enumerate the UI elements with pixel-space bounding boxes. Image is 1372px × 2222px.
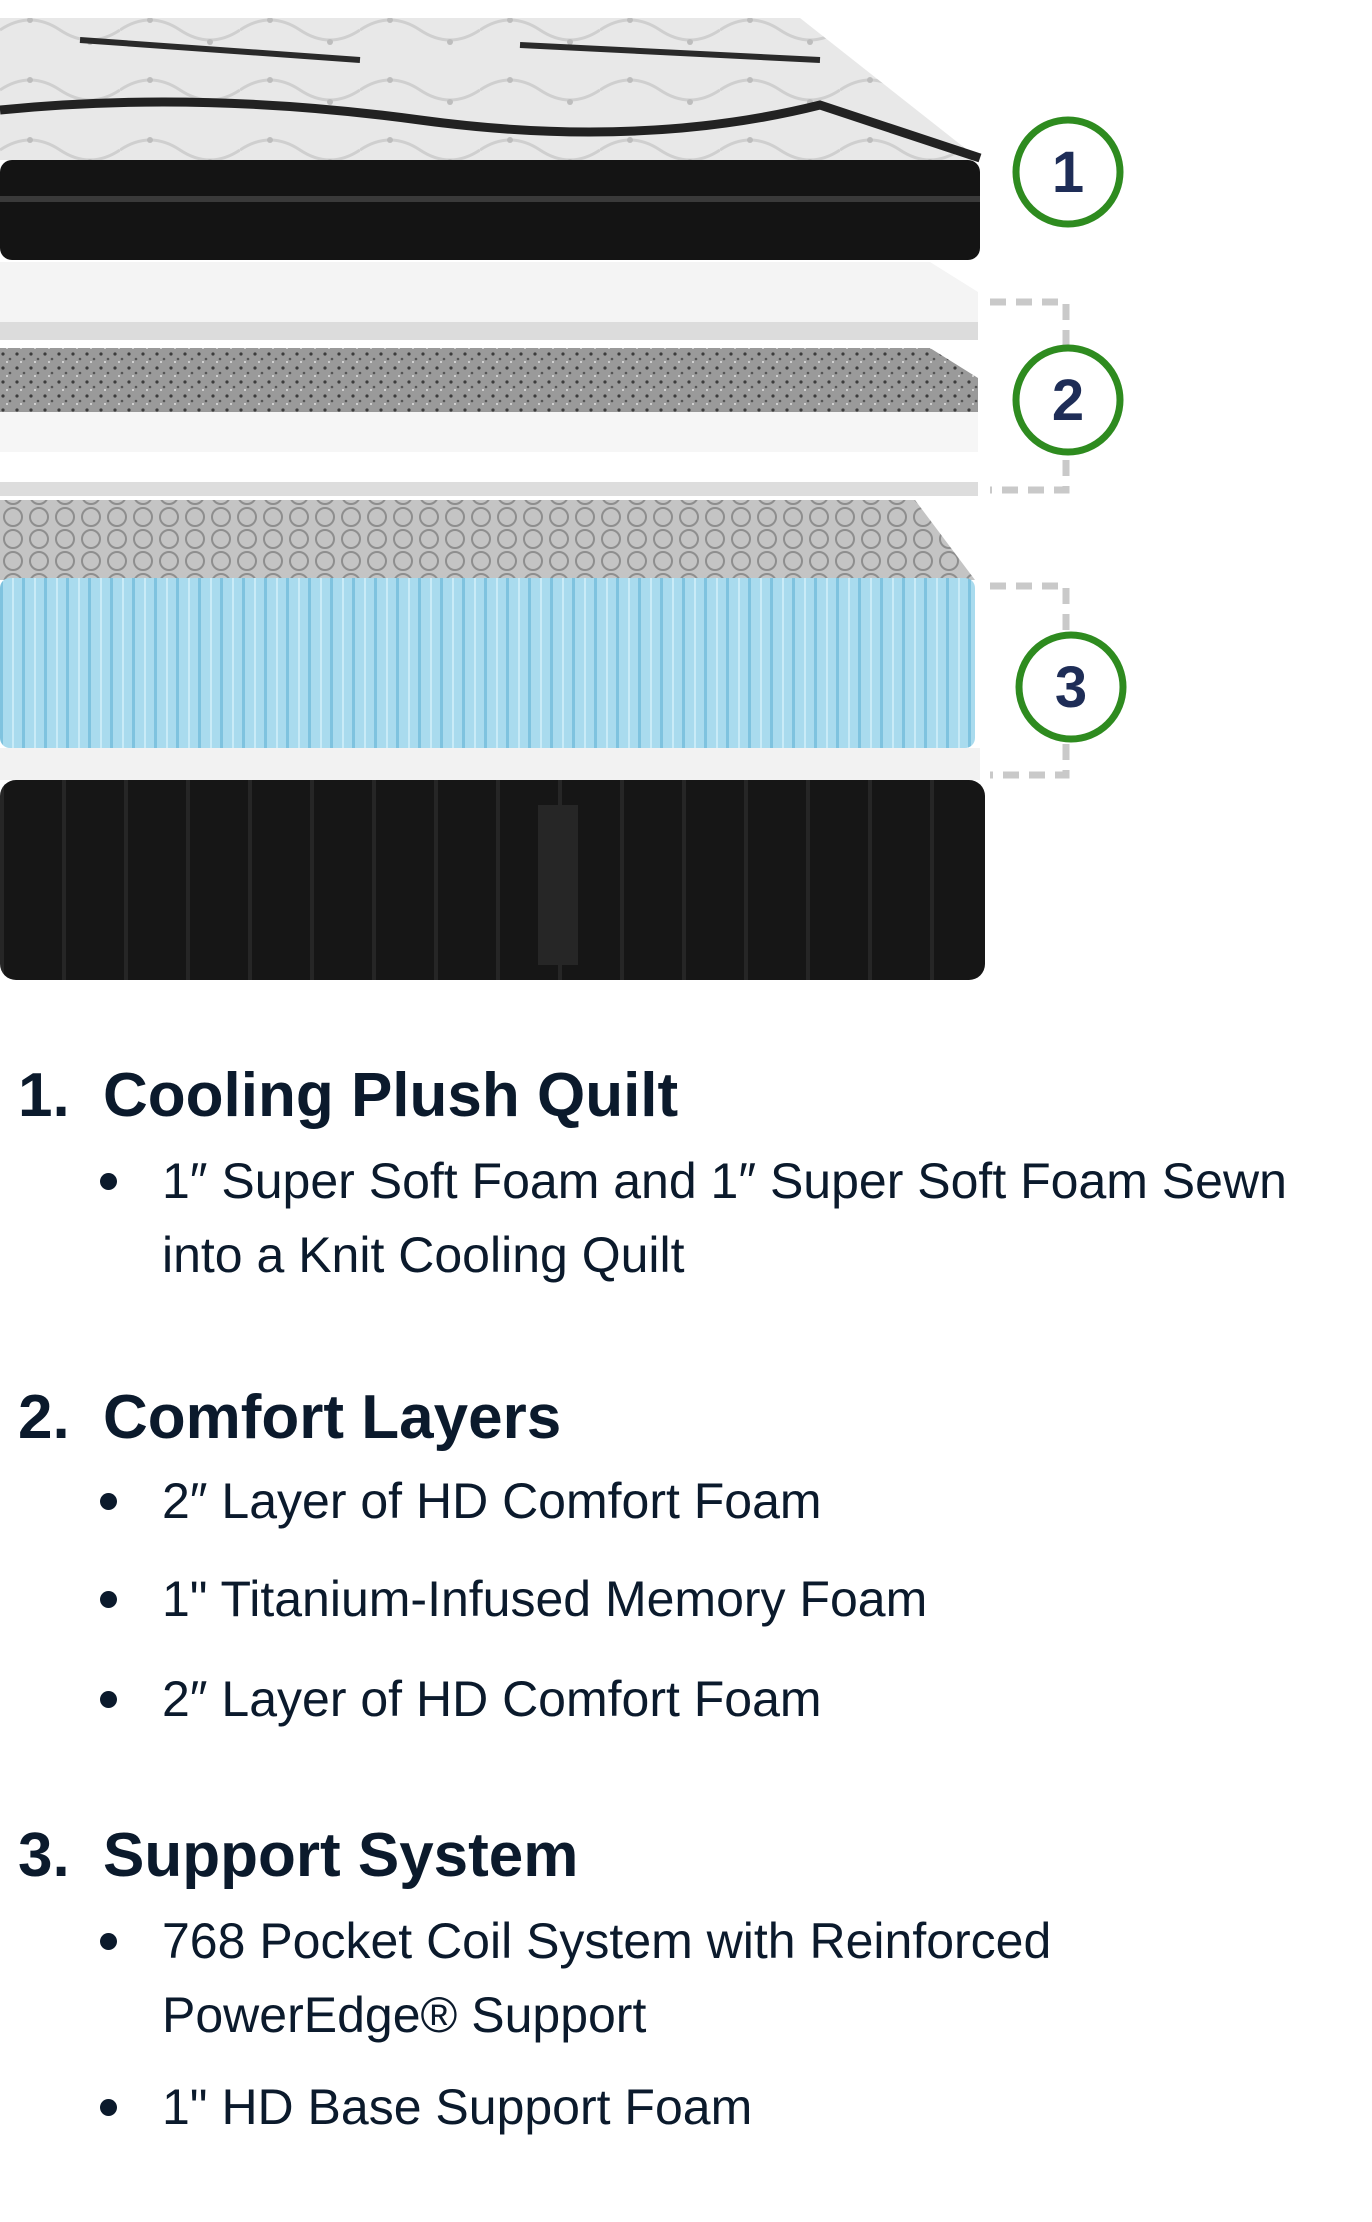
quilt-layer <box>0 18 982 260</box>
bullet-icon <box>100 1933 117 1950</box>
bullet-icon <box>100 1591 117 1608</box>
bullet-icon <box>100 1493 117 1510</box>
layer-marker-2-label: 2 <box>1052 368 1084 433</box>
support-layer <box>0 500 985 980</box>
comfort-layers <box>0 262 978 496</box>
section-heading: Support System <box>103 1821 579 1890</box>
section-number: 3. <box>18 1821 70 1890</box>
layer-marker-3-label: 3 <box>1055 655 1087 720</box>
layer-marker-1-label: 1 <box>1052 140 1084 205</box>
bullet-icon <box>100 1173 117 1190</box>
bullet-icon <box>100 1691 117 1708</box>
list-item-text: 1" HD Base Support Foam <box>162 2079 753 2135</box>
section-title: 2. Comfort Layers <box>18 1382 561 1454</box>
list-item-text: 2″ Layer of HD Comfort Foam <box>162 1671 822 1727</box>
layer-marker-1: 1 <box>1012 116 1124 228</box>
layer-marker-3: 3 <box>1015 631 1127 743</box>
section-title: 1. Cooling Plush Quilt <box>18 1060 678 1132</box>
list-item-text: 1″ Super Soft Foam and 1″ Super Soft Foa… <box>162 1153 1287 1283</box>
section-heading: Comfort Layers <box>103 1383 562 1452</box>
mattress-layer-illustration: 1 2 3 <box>0 0 1372 1010</box>
list-item-text: 1" Titanium-Infused Memory Foam <box>162 1571 928 1627</box>
layer-marker-2: 2 <box>1012 344 1124 456</box>
section-number: 2. <box>18 1383 70 1452</box>
list-item-text: 2″ Layer of HD Comfort Foam <box>162 1473 822 1529</box>
section-heading: Cooling Plush Quilt <box>103 1061 679 1130</box>
section-number: 1. <box>18 1061 70 1130</box>
section-title: 3. Support System <box>18 1820 578 1892</box>
bullet-icon <box>100 2099 117 2116</box>
mattress-cross-section: 1 2 3 <box>0 18 1127 980</box>
